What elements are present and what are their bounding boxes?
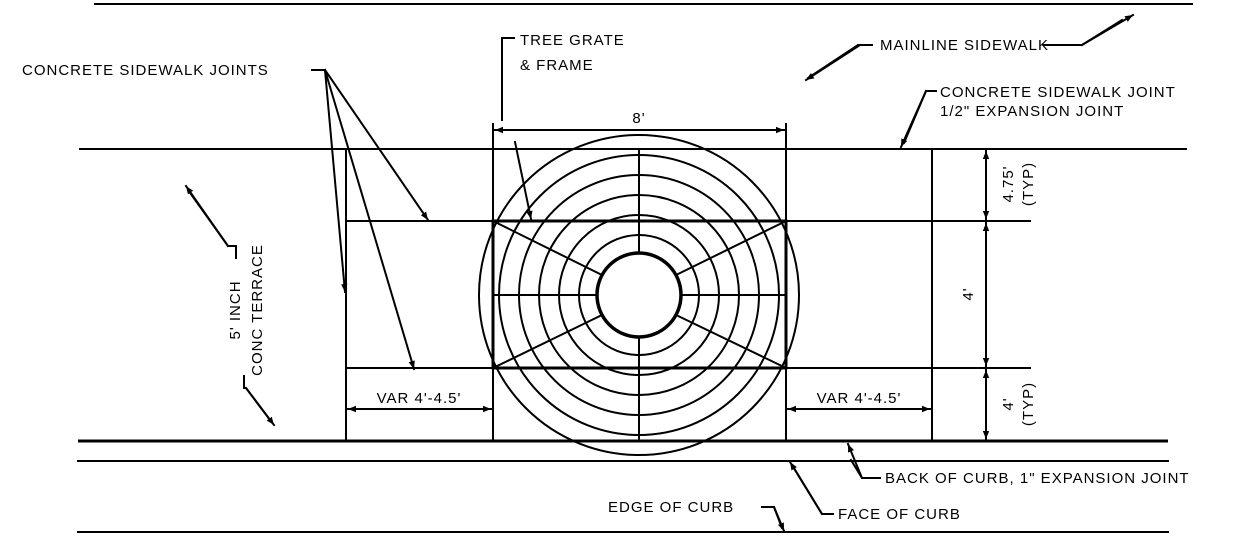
- dim-8ft: 8': [632, 110, 645, 127]
- label-terrace-line2: CONC TERRACE: [249, 244, 266, 376]
- tree-opening: [595, 251, 683, 339]
- dim-var-left: VAR 4'-4.5': [377, 390, 462, 407]
- tree-grate: [478, 134, 800, 456]
- dim-top-offset-note: (TYP): [1020, 162, 1037, 206]
- dim-grate-depth: 4': [960, 287, 977, 300]
- label-mainline-sidewalk: MAINLINE SIDEWALK: [880, 37, 1049, 54]
- label-edge-of-curb: EDGE OF CURB: [608, 499, 734, 516]
- leader-tree-grate: [513, 140, 533, 221]
- label-sidewalk-joint: CONCRETE SIDEWALK JOINT: [940, 84, 1176, 101]
- dim-bottom-offset-note: (TYP): [1020, 382, 1037, 426]
- label-back-of-curb: BACK OF CURB, 1" EXPANSION JOINT: [885, 470, 1190, 487]
- label-frame: & FRAME: [520, 57, 594, 74]
- dim-var-right: VAR 4'-4.5': [817, 390, 902, 407]
- label-face-of-curb: FACE OF CURB: [838, 506, 961, 523]
- label-half-inch-expansion: 1/2" EXPANSION JOINT: [940, 103, 1124, 120]
- leader-joints-2: [323, 68, 416, 371]
- leader-joints-1: [323, 68, 348, 294]
- label-tree-grate: TREE GRATE: [520, 32, 625, 49]
- label-terrace-line1: 5' INCH: [227, 280, 244, 339]
- dim-bottom-offset: 4': [1000, 397, 1017, 410]
- dim-top-offset: 4.75': [1000, 165, 1017, 202]
- leader-joints-3: [323, 68, 430, 222]
- label-concrete-sidewalk-joints: CONCRETE SIDEWALK JOINTS: [22, 62, 269, 79]
